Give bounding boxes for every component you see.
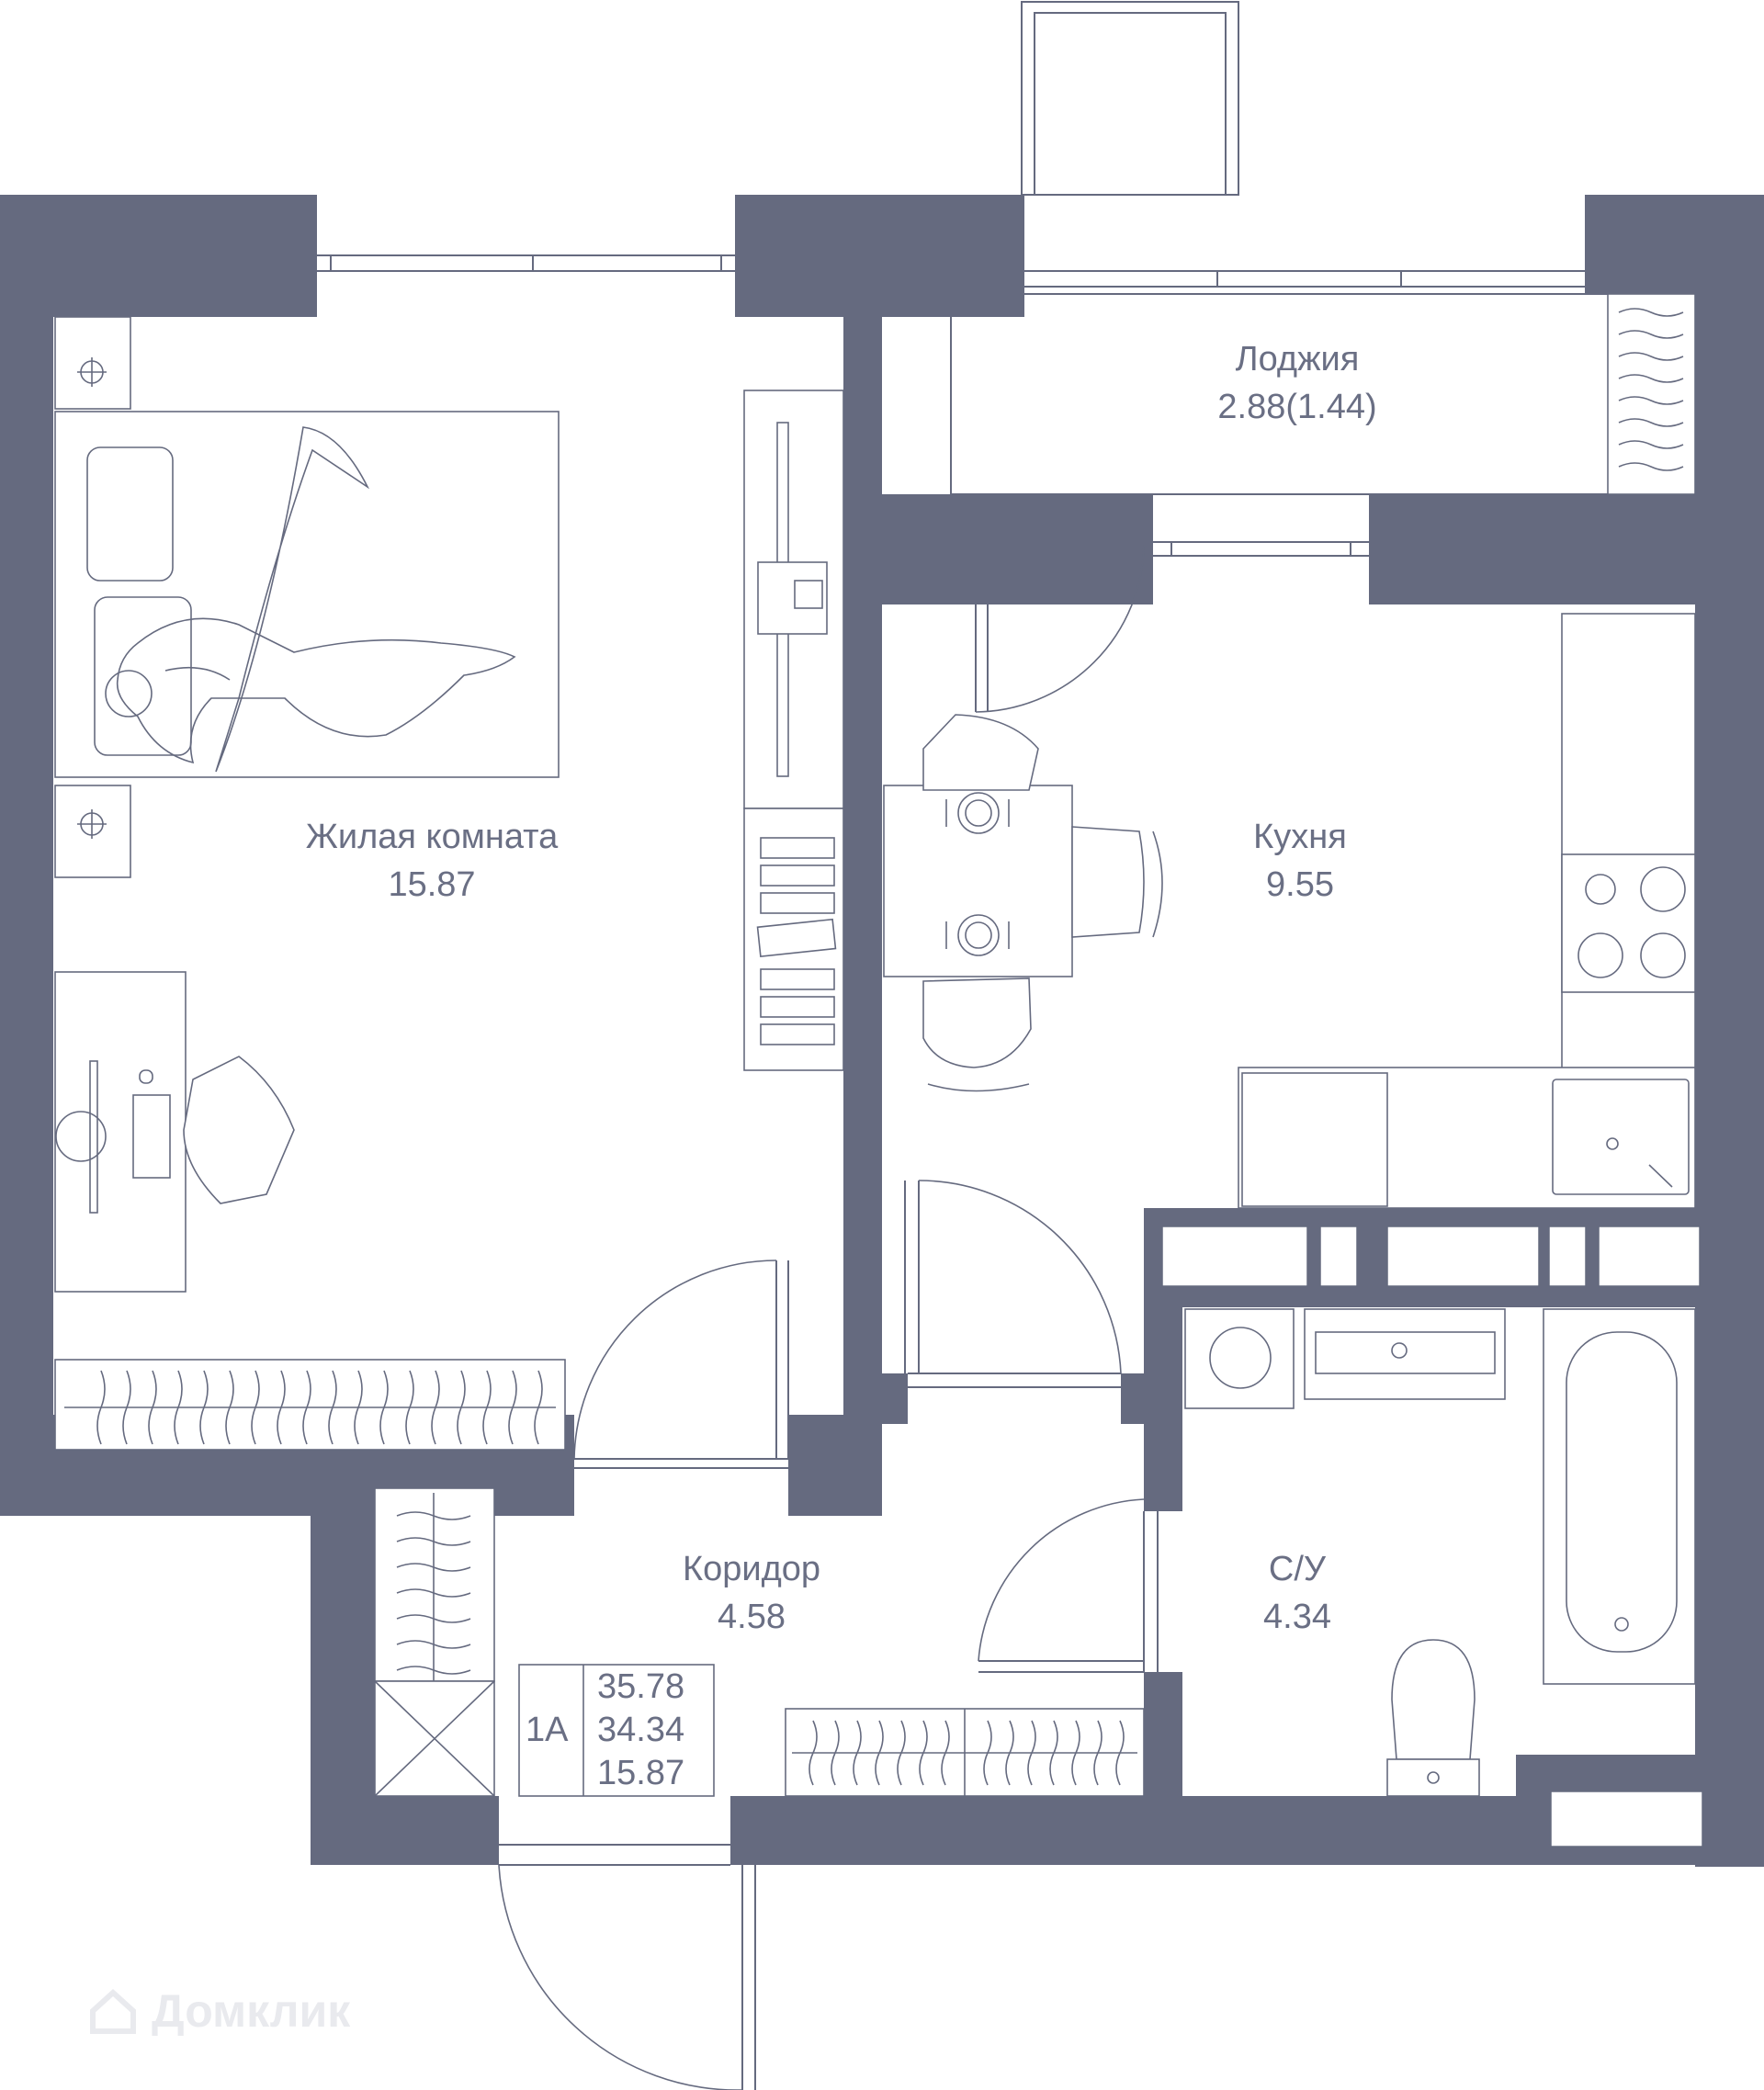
hanger-mark xyxy=(354,1370,363,1445)
hanger-mark xyxy=(875,1720,884,1786)
hanger-mark xyxy=(897,1720,906,1786)
partition-niches xyxy=(1161,1226,1703,1847)
walls xyxy=(0,195,1764,1867)
hanger-mark xyxy=(328,1370,337,1445)
watermark-text: Домклик xyxy=(152,1985,351,2037)
total-area: 35.78 xyxy=(597,1667,685,1706)
bathroom-fixtures xyxy=(1184,1308,1696,1797)
hanger-mark xyxy=(277,1370,286,1445)
hanger-mark xyxy=(1049,1720,1058,1786)
area-without-loggia: 34.34 xyxy=(597,1711,685,1749)
loggia-furniture xyxy=(1607,293,1696,495)
hanger-mark xyxy=(1618,352,1684,361)
hanger-mark xyxy=(251,1370,260,1445)
hanger-mark xyxy=(808,1720,818,1786)
hanger-mark xyxy=(122,1370,131,1445)
hanger-mark xyxy=(405,1370,414,1445)
windows xyxy=(317,195,1585,604)
bathroom-area: 4.34 xyxy=(1263,1598,1331,1636)
hanger-mark xyxy=(1005,1720,1014,1786)
hanger-mark xyxy=(379,1370,389,1445)
room-label-loggia: Лоджия 2.88(1.44) xyxy=(1217,335,1376,431)
hanger-mark xyxy=(1618,462,1684,471)
hanger-mark xyxy=(396,1614,471,1623)
hanger-mark xyxy=(941,1720,950,1786)
kitchen-furniture xyxy=(883,613,1696,1209)
hanger-mark xyxy=(919,1720,928,1786)
hanger-mark xyxy=(1093,1720,1102,1786)
hanger-mark xyxy=(396,1563,471,1572)
doors xyxy=(498,543,1159,2090)
kitchen-name: Кухня xyxy=(1253,818,1347,856)
corridor-name: Коридор xyxy=(682,1550,821,1588)
hanger-mark xyxy=(1071,1720,1080,1786)
hanger-mark xyxy=(396,1588,471,1598)
hanger-mark xyxy=(1618,374,1684,383)
watermark: Домклик xyxy=(87,1984,350,2038)
room-label-kitchen: Кухня 9.55 xyxy=(1253,813,1347,909)
hanger-mark xyxy=(534,1370,543,1445)
hanger-mark xyxy=(431,1370,440,1445)
corridor-area: 4.58 xyxy=(718,1598,786,1636)
hanger-mark xyxy=(396,1666,471,1675)
hanger-mark xyxy=(1115,1720,1125,1786)
hanger-mark xyxy=(831,1720,840,1786)
hanger-mark xyxy=(457,1370,466,1445)
house-icon xyxy=(90,1988,136,2034)
wardrobe-hangers xyxy=(96,1370,543,1445)
room-label-corridor: Коридор 4.58 xyxy=(683,1545,820,1641)
apartment-type: 1А xyxy=(526,1711,569,1749)
loggia-balcony xyxy=(950,1,1696,495)
hanger-mark xyxy=(148,1370,157,1445)
hanger-mark xyxy=(508,1370,517,1445)
hanger-mark xyxy=(96,1370,106,1445)
hanger-mark xyxy=(225,1370,234,1445)
hanger-mark xyxy=(983,1720,992,1786)
hanger-mark xyxy=(853,1720,862,1786)
kitchen-area: 9.55 xyxy=(1266,865,1334,904)
corridor-furniture xyxy=(374,1487,1145,1797)
room-label-living: Жилая комната 15.87 xyxy=(306,813,558,909)
hanger-mark xyxy=(1618,308,1684,317)
hanger-mark xyxy=(396,1511,471,1520)
loggia-area: 2.88(1.44) xyxy=(1217,388,1377,426)
loggia-name: Лоджия xyxy=(1235,340,1360,378)
living-room-furniture xyxy=(54,316,844,1451)
hanger-mark xyxy=(1618,440,1684,449)
bathroom-name: С/У xyxy=(1268,1550,1327,1588)
hanger-mark xyxy=(396,1537,471,1546)
hanger-mark xyxy=(1618,330,1684,339)
hanger-mark xyxy=(1027,1720,1036,1786)
hanger-mark xyxy=(199,1370,209,1445)
living-area: 15.87 xyxy=(597,1754,685,1792)
living-room-area: 15.87 xyxy=(388,865,476,904)
hanger-mark xyxy=(396,1640,471,1649)
hanger-mark xyxy=(1618,418,1684,427)
living-room-name: Жилая комната xyxy=(305,818,559,856)
hanger-mark xyxy=(482,1370,492,1445)
hanger-mark xyxy=(174,1370,183,1445)
room-label-bathroom: С/У 4.34 xyxy=(1263,1545,1331,1641)
hanger-mark xyxy=(1618,396,1684,405)
hanger-mark xyxy=(302,1370,311,1445)
